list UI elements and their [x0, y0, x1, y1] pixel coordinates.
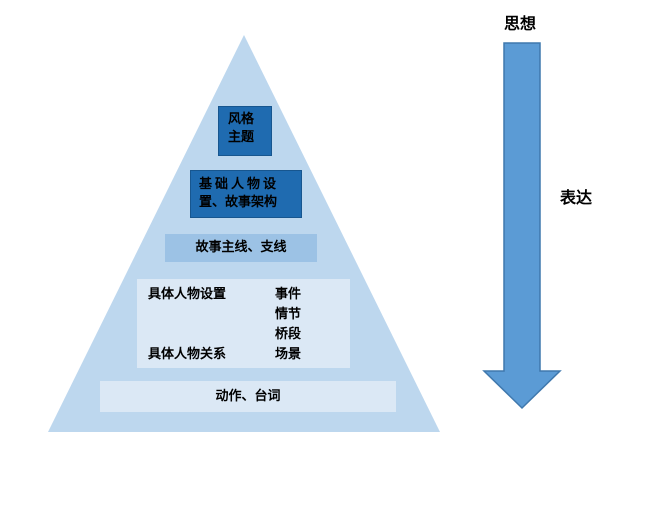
arrow-side-label: 表达: [560, 188, 593, 207]
characters-setting-text: 具体人物设置: [148, 287, 227, 302]
detail-item-event: 事件: [275, 287, 302, 302]
detail-item-bridge: 桥段: [275, 327, 302, 342]
style-line-2: 主题: [228, 130, 255, 145]
detail-item-plot: 情节: [275, 307, 302, 322]
level-base-setting: 基础人物设 置、故事架构: [190, 170, 302, 218]
story-lines-text: 故事主线、支线: [195, 240, 287, 255]
detail-item-scene: 场景: [275, 347, 302, 362]
base-line-2: 置、故事架构: [199, 195, 278, 210]
level-detail: 具体人物设置 具体人物关系 事件 情节 桥段 场景: [137, 279, 350, 368]
base-line-1: 基础人物设: [199, 177, 280, 192]
style-line-1: 风格: [228, 112, 255, 127]
characters-relation-text: 具体人物关系: [148, 347, 227, 362]
action-dialogue-text: 动作、台词: [215, 388, 281, 404]
down-arrow-icon: [482, 42, 562, 410]
level-style-theme: 风格 主题: [218, 106, 272, 156]
level-action-dialogue: 动作、台词: [100, 381, 396, 412]
level-story-lines: 故事主线、支线: [165, 234, 317, 262]
arrow-top-label: 思想: [504, 14, 537, 33]
